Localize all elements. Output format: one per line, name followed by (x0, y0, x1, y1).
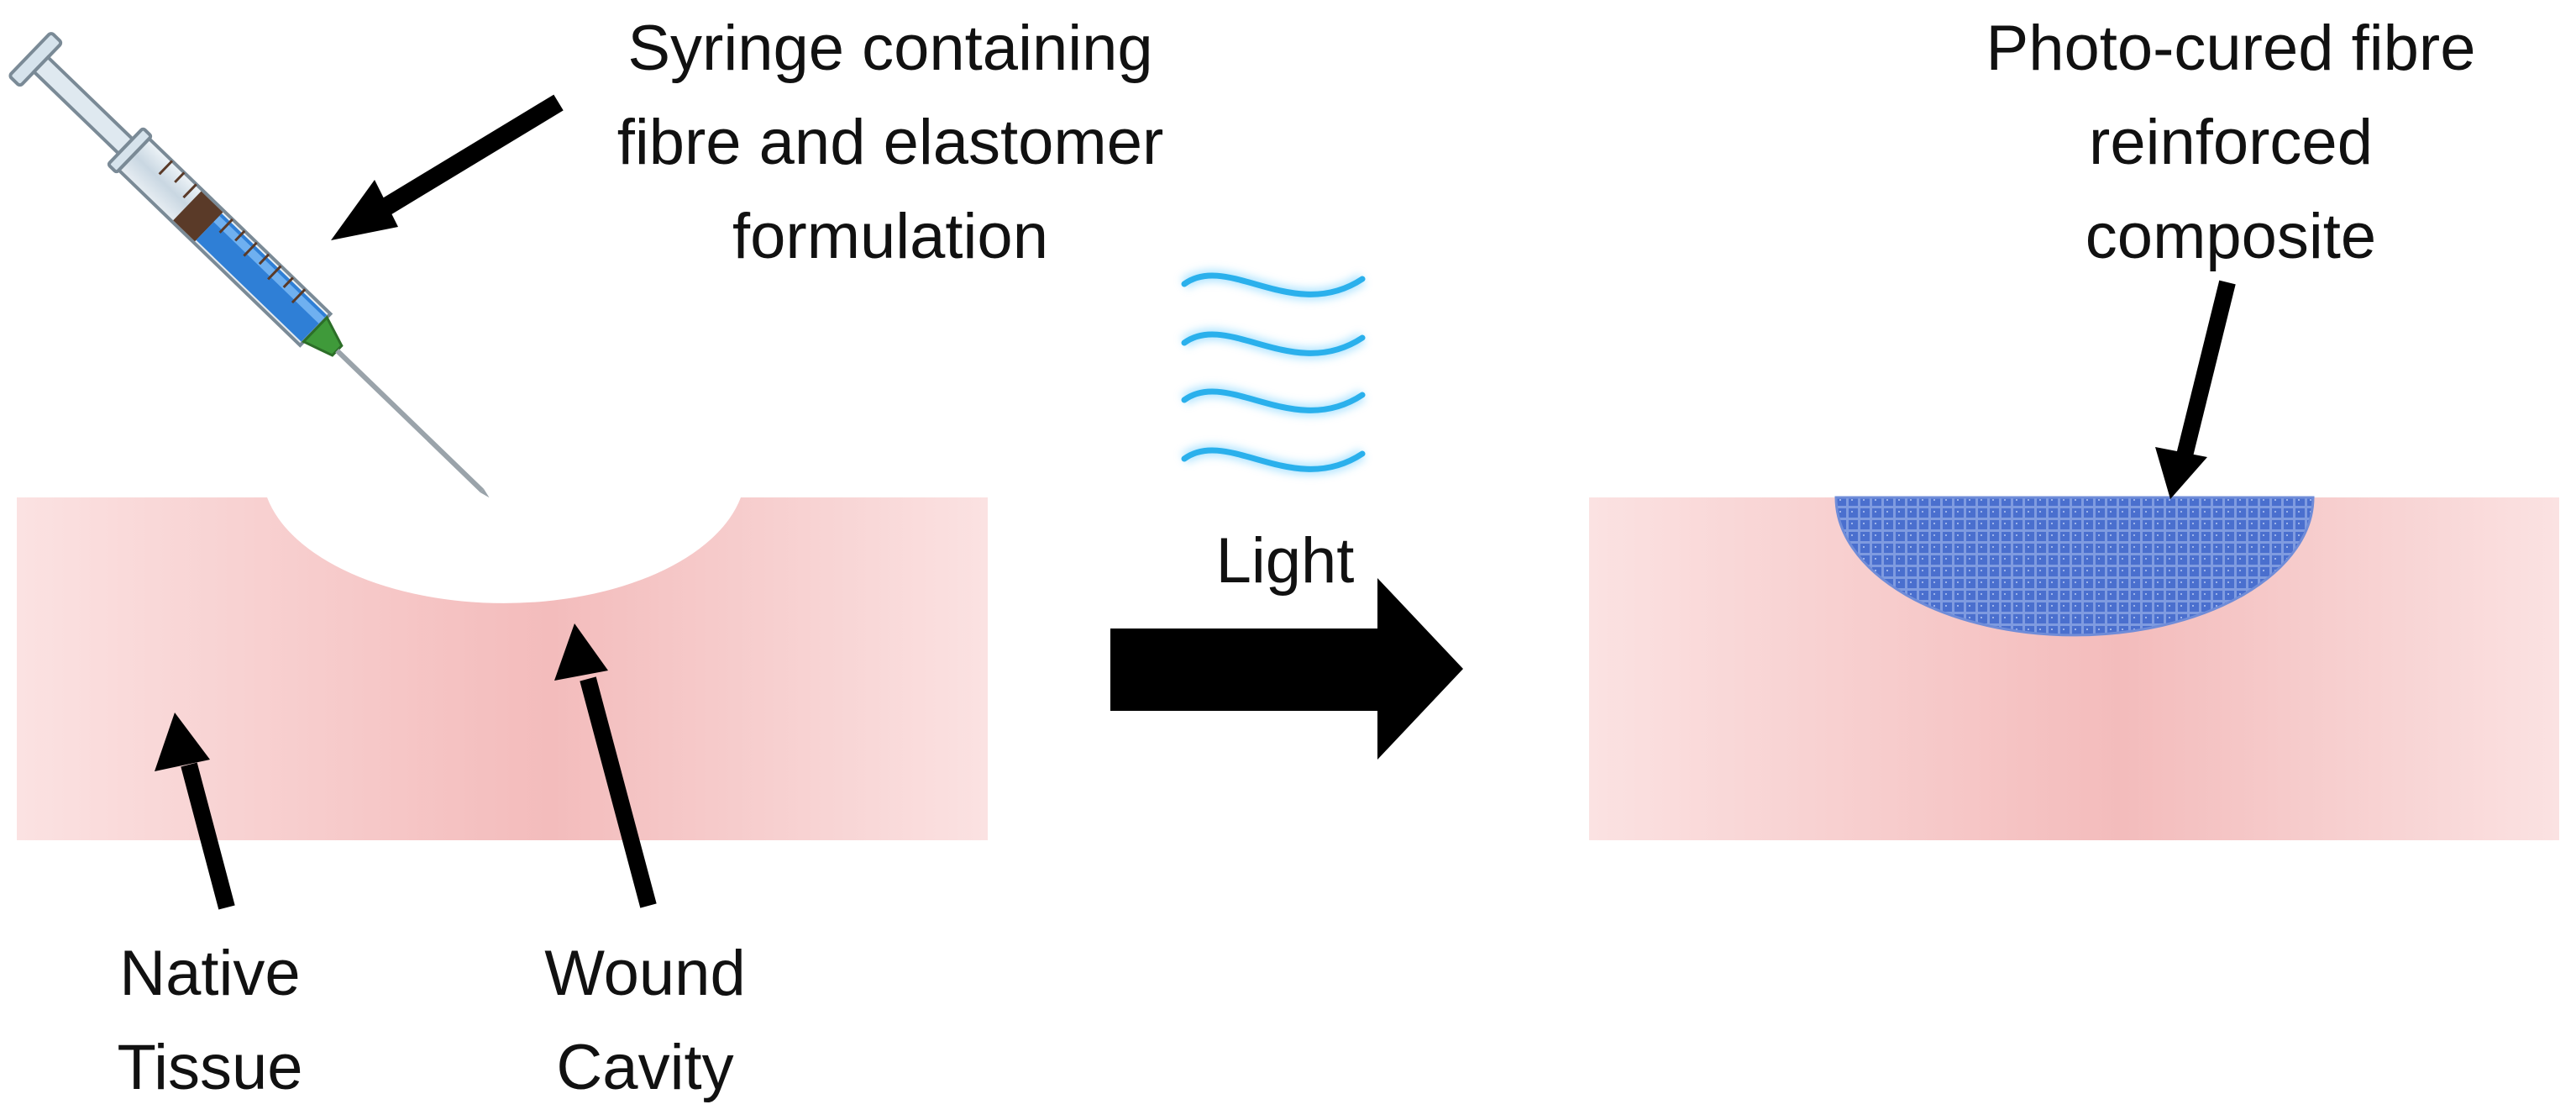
wound-cavity-pointer-arrow (554, 623, 657, 908)
syringe-label-line-1: Syringe containing (627, 13, 1153, 84)
wound-cavity-label-line-1: Wound (544, 938, 746, 1009)
syringe-label-line-3: formulation (732, 201, 1048, 272)
composite-label: Photo-cured fibre reinforced composite (1912, 2, 2550, 284)
wound-cavity-label-line-2: Cavity (556, 1032, 734, 1103)
light-label: Light (1215, 525, 1355, 597)
native-tissue-label-line-2: Tissue (117, 1032, 303, 1103)
native-tissue-pointer-arrow (155, 713, 235, 910)
syringe-label: Syringe containing fibre and elastomer f… (571, 2, 1209, 284)
process-arrow-icon (1110, 578, 1463, 760)
native-tissue-label: Native Tissue (84, 927, 336, 1115)
composite-label-line-3: composite (2085, 201, 2377, 272)
syringe-label-line-2: fibre and elastomer (616, 107, 1164, 178)
composite-label-line-2: reinforced (2089, 107, 2373, 178)
wound-cavity-label: Wound Cavity (519, 927, 771, 1115)
light-waves-icon (1180, 270, 1366, 476)
composite-label-line-1: Photo-cured fibre (1986, 13, 2476, 84)
syringe-pointer-arrow (331, 94, 564, 240)
composite-pointer-arrow (2155, 280, 2236, 499)
syringe-icon (8, 32, 490, 498)
native-tissue-block (17, 497, 988, 840)
native-tissue-label-line-1: Native (119, 938, 301, 1009)
composite-fill (1834, 496, 2315, 637)
